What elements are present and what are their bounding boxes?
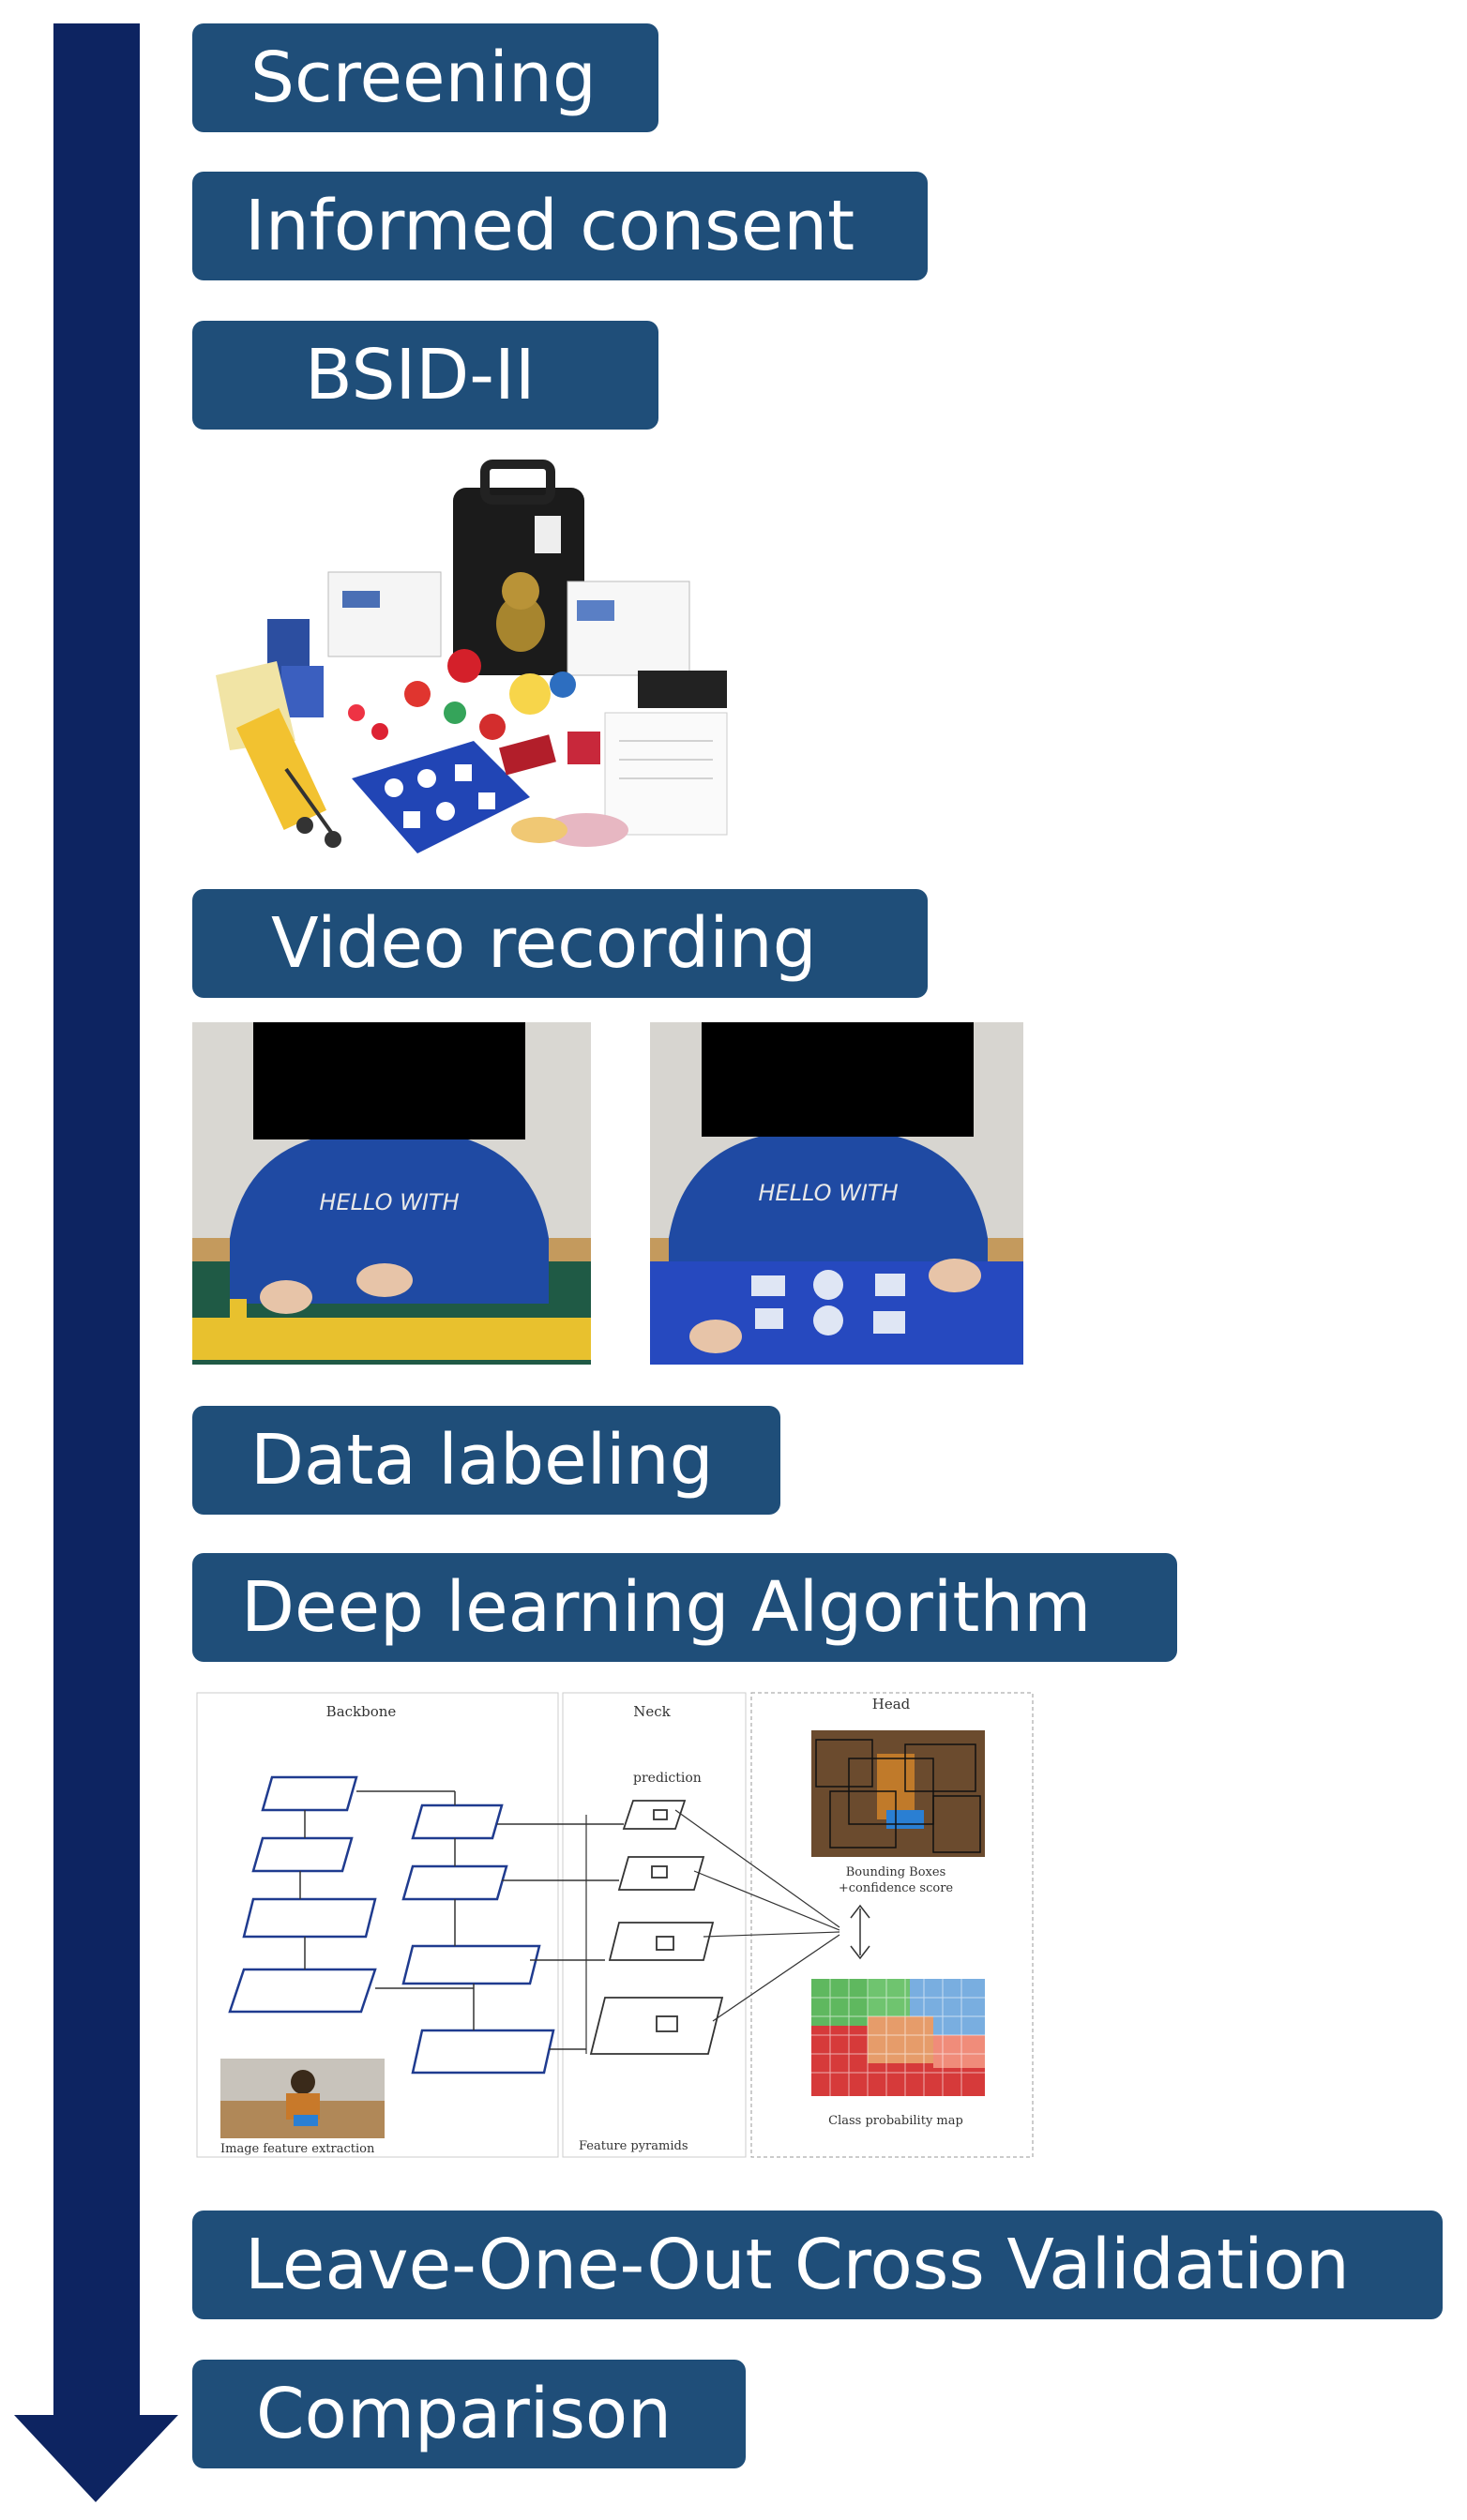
video-frame-right: HELLO WITH: [650, 1022, 1023, 1365]
step-bsid: BSID-II: [192, 321, 658, 430]
video-frame-left: HELLO WITH: [192, 1022, 591, 1365]
prediction-label: prediction: [633, 1771, 702, 1786]
feature-pyramids-label: Feature pyramids: [579, 2139, 688, 2153]
shirt-text-left: HELLO WITH: [319, 1189, 459, 1215]
neck-label: Neck: [633, 1703, 671, 1720]
step-loocv: Leave-One-Out Cross Validation: [192, 2211, 1443, 2319]
backbone-label: Backbone: [326, 1703, 397, 1720]
architecture-diagram: Backbone Neck Head p: [196, 1692, 1034, 2158]
bbox-label-2: +confidence score: [839, 1881, 954, 1895]
step-screening: Screening: [192, 23, 658, 132]
step-deep-learning: Deep learning Algorithm: [192, 1553, 1177, 1662]
bsid-kit-image: [216, 460, 728, 853]
bbox-label-1: Bounding Boxes: [846, 1865, 946, 1879]
step-data-labeling: Data labeling: [192, 1406, 780, 1515]
step-comparison: Comparison: [192, 2360, 746, 2468]
image-feature-label: Image feature extraction: [220, 2142, 375, 2156]
timeline-arrow: [14, 23, 178, 2502]
step-informed-consent: Informed consent: [192, 172, 928, 280]
step-video-recording: Video recording: [192, 889, 928, 998]
class-map-label: Class probability map: [828, 2114, 963, 2128]
shirt-text-right: HELLO WITH: [758, 1180, 898, 1206]
head-label: Head: [872, 1696, 911, 1713]
